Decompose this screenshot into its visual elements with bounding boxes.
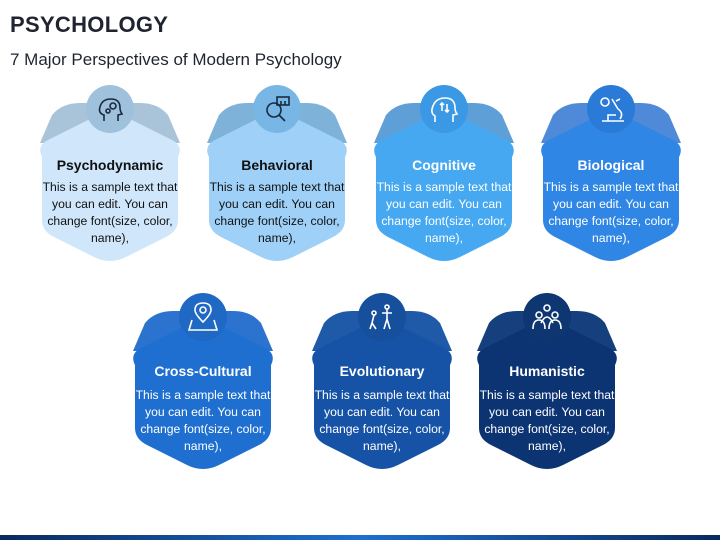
card-text: This is a sample text that you can edit.…: [42, 180, 178, 245]
evolution-figures-icon: [369, 304, 392, 330]
bottom-accent-bar: [0, 535, 720, 540]
card-shape: [40, 85, 180, 261]
head-arrows-icon: [431, 97, 459, 122]
card-title: Evolutionary: [339, 363, 425, 379]
card-text: This is a sample text that you can edit.…: [314, 388, 450, 453]
card-humanistic: Humanistic This is a sample text that yo…: [469, 293, 625, 473]
card-shape: [477, 293, 617, 469]
icon-circle: [179, 293, 227, 341]
card-shape: [374, 85, 514, 261]
page-subtitle: 7 Major Perspectives of Modern Psycholog…: [10, 50, 342, 69]
card-hexagon: [207, 113, 347, 261]
card-hexagon: [133, 321, 273, 469]
card-hexagon: [374, 113, 514, 261]
card-shape: [541, 85, 681, 261]
card-hexagon: [312, 321, 452, 469]
page-title: PSYCHOLOGY: [10, 12, 169, 37]
card-text: This is a sample text that you can edit.…: [543, 180, 679, 245]
icon-circle: [358, 293, 406, 341]
card-title: Biological: [577, 157, 645, 173]
card-biological: Biological This is a sample text that yo…: [533, 85, 689, 265]
card-shape: [312, 293, 452, 469]
card-text: This is a sample text that you can edit.…: [209, 180, 345, 245]
card-cross-cultural: Cross-Cultural This is a sample text tha…: [125, 293, 281, 473]
card-shape: [207, 85, 347, 261]
head-gears-icon: [98, 98, 124, 121]
card-evolutionary: Evolutionary This is a sample text that …: [304, 293, 460, 473]
card-hexagon: [477, 321, 617, 469]
icon-circle: [587, 85, 635, 133]
card-hexagon: [541, 113, 681, 261]
card-title: Cross-Cultural: [154, 363, 252, 379]
card-cognitive: Cognitive This is a sample text that you…: [366, 85, 522, 265]
card-text: This is a sample text that you can edit.…: [479, 388, 615, 453]
icon-circle: [253, 85, 301, 133]
icon-circle: [86, 85, 134, 133]
card-text: This is a sample text that you can edit.…: [135, 388, 271, 453]
card-shape: [133, 293, 273, 469]
magnifier-brain-icon: [266, 96, 290, 122]
card-title: Behavioral: [241, 157, 313, 173]
card-title: Cognitive: [412, 157, 476, 173]
card-title: Humanistic: [509, 363, 585, 379]
people-group-icon: [532, 304, 562, 330]
card-title: Psychodynamic: [56, 157, 164, 173]
card-hexagon: [40, 113, 180, 261]
microscope-icon: [600, 97, 624, 122]
map-pin-icon: [187, 302, 219, 331]
card-behavioral: Behavioral This is a sample text that yo…: [199, 85, 355, 265]
card-text: This is a sample text that you can edit.…: [376, 180, 512, 245]
icon-circle: [420, 85, 468, 133]
card-psychodynamic: Psychodynamic This is a sample text that…: [32, 85, 188, 265]
